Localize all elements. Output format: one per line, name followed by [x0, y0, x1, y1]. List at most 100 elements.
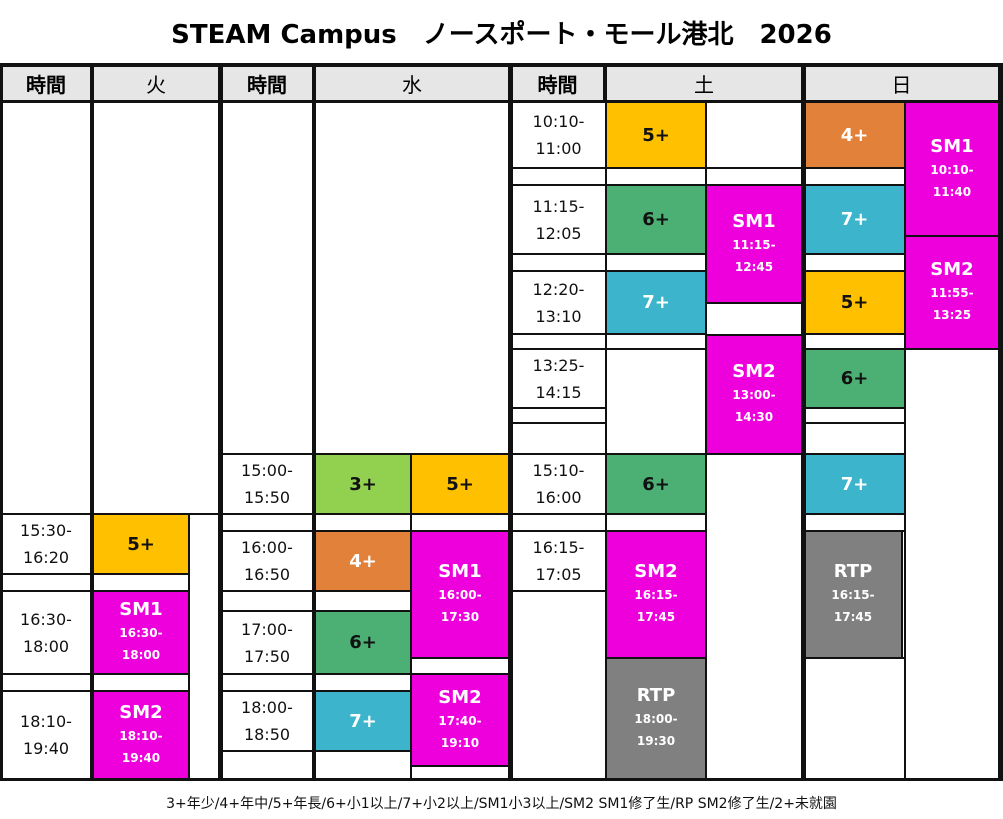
page-title: STEAM Campus ノースポート・モール港北 2026	[171, 20, 832, 50]
class-label: SM1	[732, 210, 776, 232]
divider	[801, 64, 806, 781]
class-label: 5+	[642, 124, 670, 146]
empty-cell	[510, 590, 607, 780]
class-block[interactable]: 7+	[803, 184, 906, 255]
divider	[0, 778, 1003, 781]
header-wed: 水	[314, 64, 510, 102]
time-slot: 13:25- 14:15	[510, 348, 607, 409]
class-block[interactable]: SM2 16:15- 17:45	[605, 530, 707, 659]
class-time: 18:00- 19:30	[634, 712, 678, 748]
class-block[interactable]: SM1 16:30- 18:00	[92, 590, 190, 675]
empty-cell	[510, 422, 607, 455]
class-label: 7+	[642, 292, 670, 313]
class-time: 11:55- 13:25	[930, 286, 974, 322]
empty-cell	[92, 101, 220, 515]
class-label: SM2	[119, 701, 163, 723]
class-label: 5+	[446, 473, 474, 495]
class-block[interactable]: RTP 18:00- 19:30	[605, 657, 707, 780]
empty-cell	[705, 302, 803, 336]
empty-cell	[314, 590, 412, 612]
time-slot: 16:30- 18:00	[0, 590, 92, 675]
class-label: 4+	[840, 124, 869, 146]
class-block[interactable]: 7+	[314, 690, 412, 752]
class-block[interactable]: 4+	[803, 101, 906, 169]
class-label: SM2	[634, 561, 678, 582]
class-block[interactable]: 4+	[314, 530, 412, 592]
empty-cell	[705, 453, 803, 780]
class-label: SM1	[438, 561, 482, 582]
class-block[interactable]: 3+	[314, 453, 412, 515]
class-block[interactable]: SM1 16:00- 17:30	[410, 530, 510, 659]
class-time: 17:40- 19:10	[438, 713, 482, 750]
divider	[999, 64, 1003, 781]
class-label: RTP	[833, 561, 873, 582]
empty-cell	[220, 101, 314, 455]
empty-cell	[314, 750, 412, 780]
divider	[218, 64, 223, 781]
class-time: 16:30- 18:00	[119, 626, 163, 662]
time-slot: 12:20- 13:10	[510, 270, 607, 335]
class-block[interactable]: 6+	[605, 453, 707, 515]
class-label: SM1	[119, 599, 163, 620]
class-block[interactable]: 5+	[803, 270, 906, 335]
class-block[interactable]: 6+	[605, 184, 707, 255]
class-label: 5+	[840, 292, 869, 313]
class-time: 11:15- 12:45	[732, 237, 776, 274]
header-sun: 日	[803, 64, 1000, 102]
empty-cell	[188, 513, 220, 780]
class-label: 6+	[840, 368, 869, 389]
class-block[interactable]: 6+	[803, 348, 906, 409]
time-slot: 15:10- 16:00	[510, 453, 607, 515]
class-block[interactable]: SM2 17:40- 19:10	[410, 673, 510, 767]
class-label: 6+	[642, 473, 670, 495]
class-label: 4+	[349, 550, 377, 572]
class-block[interactable]: 7+	[605, 270, 707, 335]
header-tue: 火	[92, 64, 220, 102]
legend: 3+年少/4+年中/5+年長/6+小1以上/7+小2以上/SM1小3以上/SM2…	[166, 796, 837, 812]
empty-cell	[220, 750, 314, 780]
class-label: 3+	[349, 473, 377, 495]
class-block[interactable]: SM2 13:00- 14:30	[705, 334, 803, 455]
class-label: SM1	[930, 135, 974, 157]
class-label: 6+	[642, 209, 670, 230]
class-block[interactable]: 5+	[605, 101, 707, 169]
divider	[508, 64, 513, 781]
class-label: SM2	[438, 686, 482, 708]
empty-cell	[605, 348, 707, 455]
class-block[interactable]: 6+	[314, 610, 412, 675]
class-block[interactable]: 5+	[410, 453, 510, 515]
class-label: 7+	[840, 473, 869, 495]
class-label: 5+	[127, 533, 155, 555]
time-slot: 11:15- 12:05	[510, 184, 607, 255]
header-time-sat: 時間	[510, 64, 605, 102]
empty-cell	[0, 101, 92, 515]
empty-cell	[803, 657, 906, 780]
class-block[interactable]: SM2 11:55- 13:25	[904, 235, 1000, 350]
time-slot: 16:15- 17:05	[510, 530, 607, 592]
class-block[interactable]: 5+	[92, 513, 190, 575]
class-block[interactable]: SM1 11:15- 12:45	[705, 184, 803, 304]
class-block[interactable]: 7+	[803, 453, 906, 515]
class-time: 16:00- 17:30	[438, 588, 482, 624]
divider	[0, 63, 1003, 67]
time-slot: 18:00- 18:50	[220, 690, 314, 752]
empty-cell	[803, 422, 906, 455]
class-time: 16:15- 17:45	[634, 588, 678, 624]
class-label: SM2	[732, 361, 776, 382]
class-time: 13:00- 14:30	[732, 388, 776, 424]
class-label: 7+	[349, 710, 377, 732]
class-label: RTP	[636, 685, 676, 706]
class-label: 6+	[349, 632, 377, 653]
time-slot: 10:10- 11:00	[510, 101, 607, 169]
time-slot: 16:00- 16:50	[220, 530, 314, 592]
class-label: SM2	[930, 259, 974, 280]
empty-cell	[314, 101, 510, 455]
time-slot: 15:30- 16:20	[0, 513, 92, 575]
empty-cell	[705, 101, 803, 169]
divider	[0, 64, 3, 781]
header-sat: 土	[605, 64, 803, 102]
header-time-wed: 時間	[220, 64, 314, 102]
